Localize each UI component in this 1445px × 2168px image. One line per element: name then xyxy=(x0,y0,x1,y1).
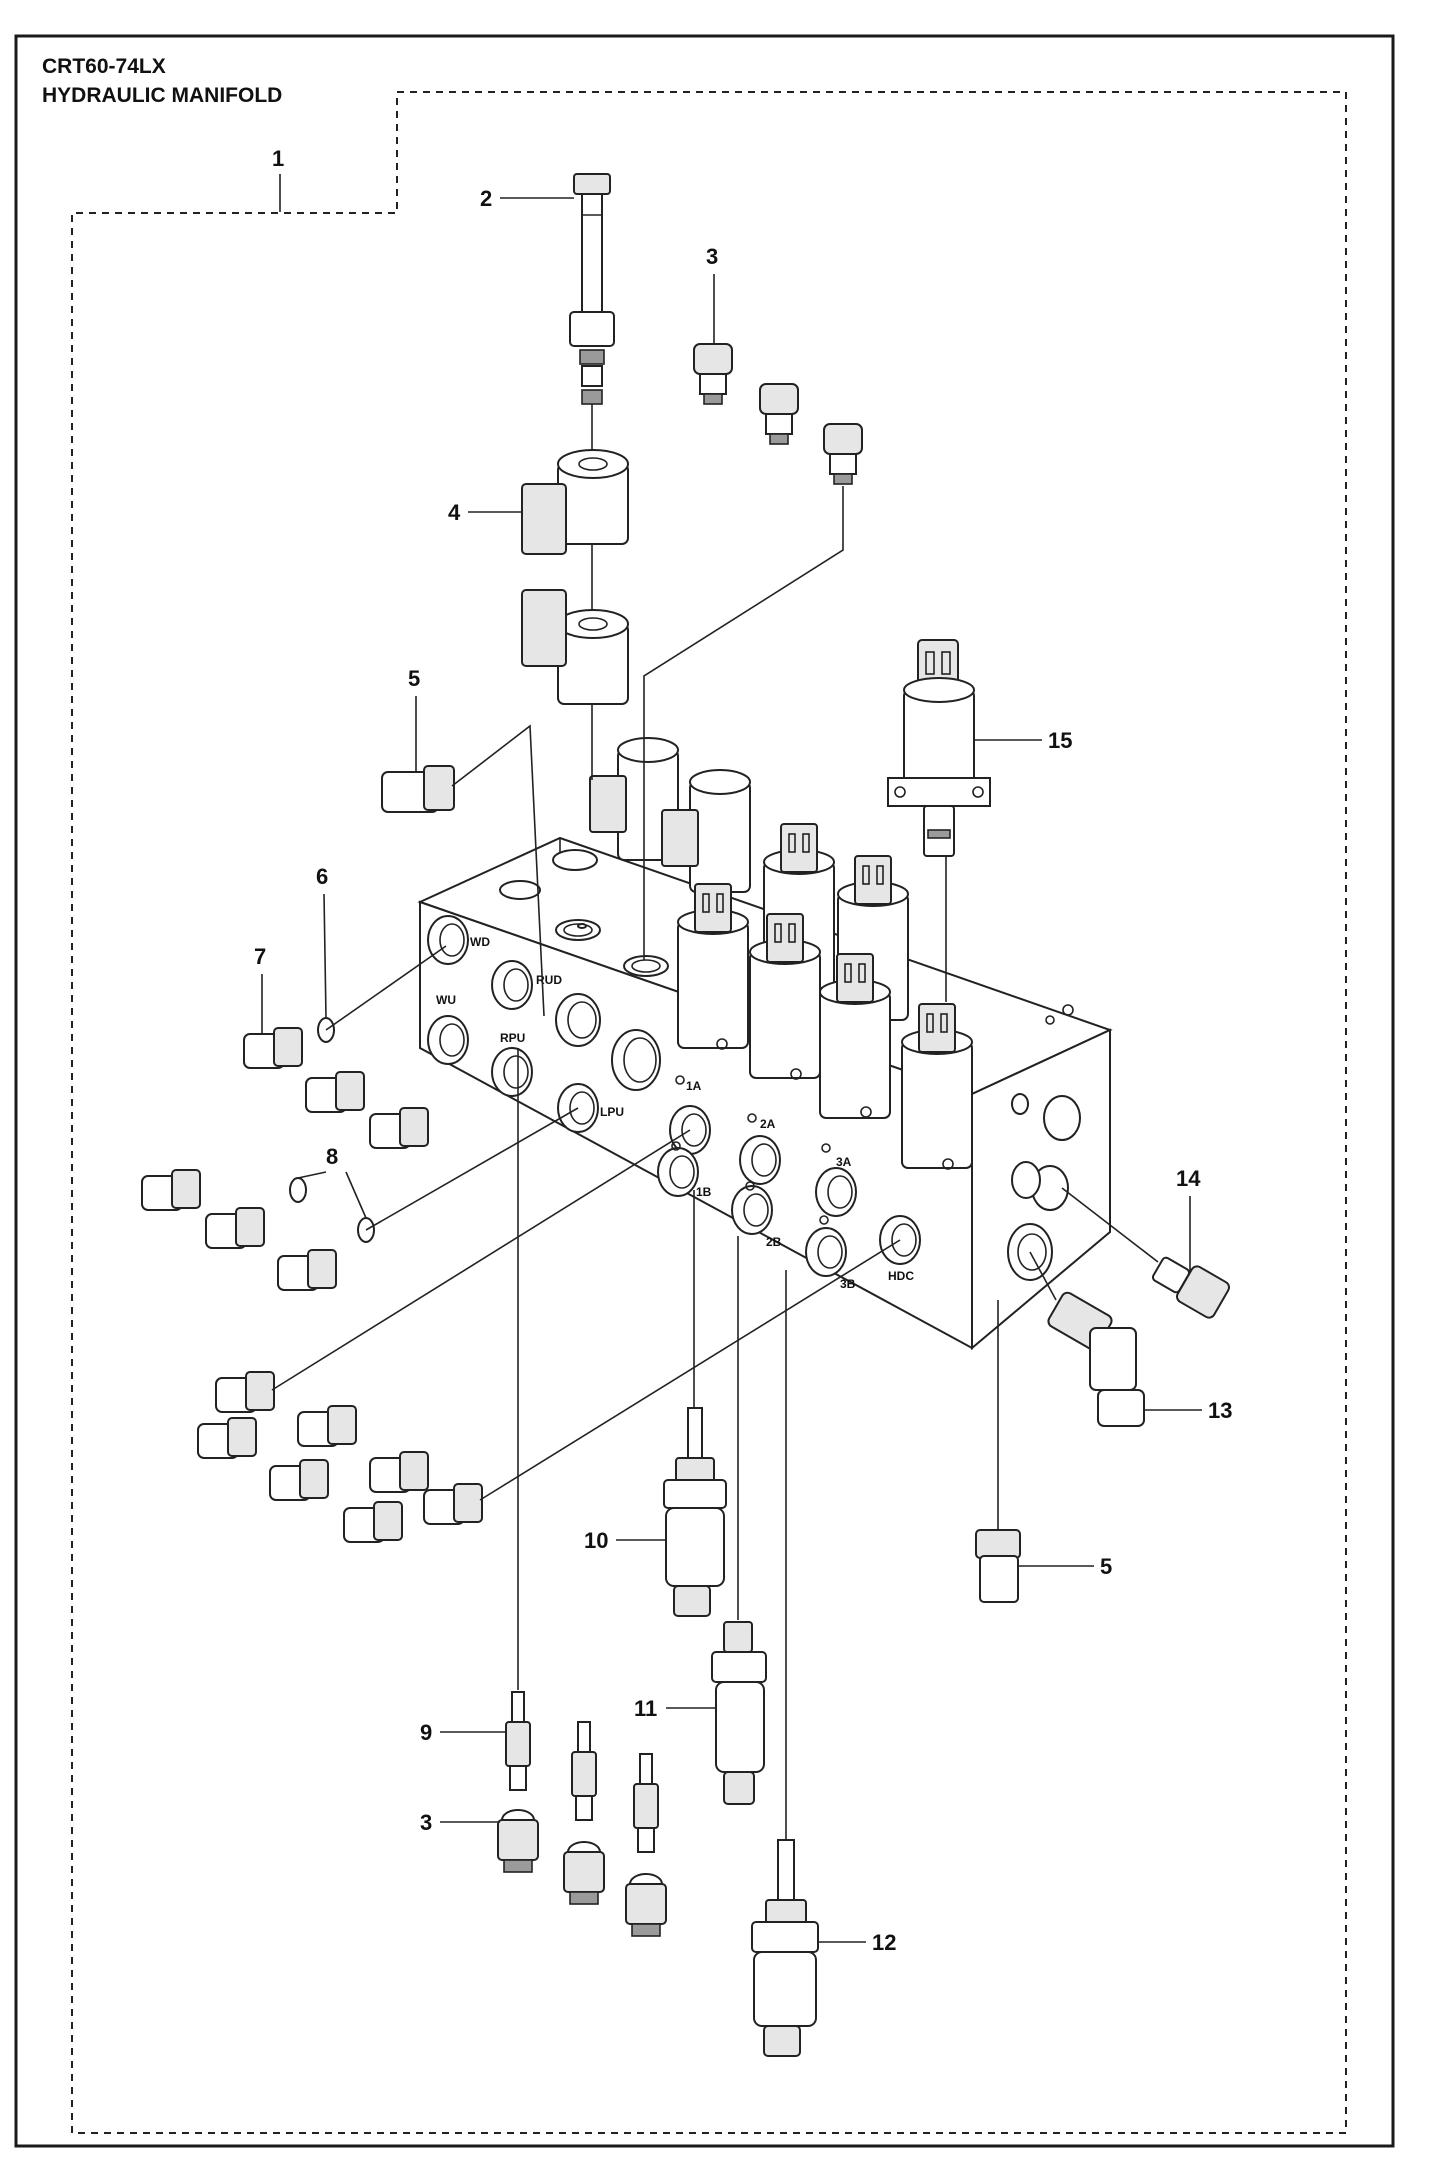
front-solenoid-row xyxy=(677,823,973,1170)
pressure-sensor-12 xyxy=(751,1839,819,2057)
diagram-title: HYDRAULIC MANIFOLD xyxy=(42,84,282,107)
port-label-rpu: RPU xyxy=(500,1031,525,1045)
pressure-switch-11 xyxy=(711,1621,767,1805)
port-label-wd: WD xyxy=(470,935,490,949)
callout-4: 4 xyxy=(448,500,461,525)
callout-2: 2 xyxy=(480,186,492,211)
proportional-valve-15 xyxy=(887,639,991,857)
callout-10: 10 xyxy=(584,1528,608,1553)
port-label-lpu: LPU xyxy=(600,1105,624,1119)
callout-15: 15 xyxy=(1048,728,1072,753)
port-label-2b: 2B xyxy=(766,1235,782,1249)
solenoid-coil-4-upper xyxy=(521,449,629,555)
port-label-3a: 3A xyxy=(836,1155,852,1169)
callout-12: 12 xyxy=(872,1930,896,1955)
assembly-boundary xyxy=(71,91,1347,2134)
callout-7: 7 xyxy=(254,944,266,969)
fittings-lower-cluster xyxy=(197,1371,483,1543)
callout-6: 6 xyxy=(316,864,328,889)
plug-14 xyxy=(1151,1256,1230,1319)
callout-5-lower: 5 xyxy=(1100,1554,1112,1579)
plugs-3-top xyxy=(693,343,863,485)
valve-cartridge-2 xyxy=(569,173,615,405)
elbow-fitting-13 xyxy=(1047,1291,1145,1427)
solenoid-f xyxy=(901,1003,973,1170)
callout-3-lower: 3 xyxy=(420,1810,432,1835)
callout-8: 8 xyxy=(326,1144,338,1169)
port-label-wu: WU xyxy=(436,993,456,1007)
port-label-1b: 1B xyxy=(696,1185,712,1199)
callout-3-top: 3 xyxy=(706,244,718,269)
port-label-rud: RUD xyxy=(536,973,562,987)
callout-5-upper: 5 xyxy=(408,666,420,691)
model-number: CRT60-74LX xyxy=(42,55,166,78)
cartridges-9-3-lower xyxy=(497,1691,667,1937)
solenoid-coil-4-lower xyxy=(521,589,629,705)
port-label-1a: 1A xyxy=(686,1079,702,1093)
outer-frame xyxy=(14,34,1395,2148)
fitting-5-lower xyxy=(975,1529,1021,1603)
port-label-2a: 2A xyxy=(760,1117,776,1131)
o-ring-8a xyxy=(289,1177,307,1203)
callout-1: 1 xyxy=(272,146,284,171)
solenoid-e xyxy=(819,953,891,1119)
port-label-3b: 3B xyxy=(840,1277,856,1291)
callout-9: 9 xyxy=(420,1720,432,1745)
callout-11: 11 xyxy=(634,1696,657,1721)
solenoid-a xyxy=(677,883,749,1050)
fittings-8 xyxy=(141,1169,337,1291)
fitting-5-upper xyxy=(381,765,455,813)
solenoid-c xyxy=(749,913,821,1080)
pressure-switch-10 xyxy=(663,1407,727,1617)
callout-14: 14 xyxy=(1176,1166,1201,1191)
fittings-7 xyxy=(243,1027,429,1149)
rear-solenoid-valves xyxy=(589,737,751,893)
port-label-hdc: HDC xyxy=(888,1269,914,1283)
callout-13: 13 xyxy=(1208,1398,1232,1423)
